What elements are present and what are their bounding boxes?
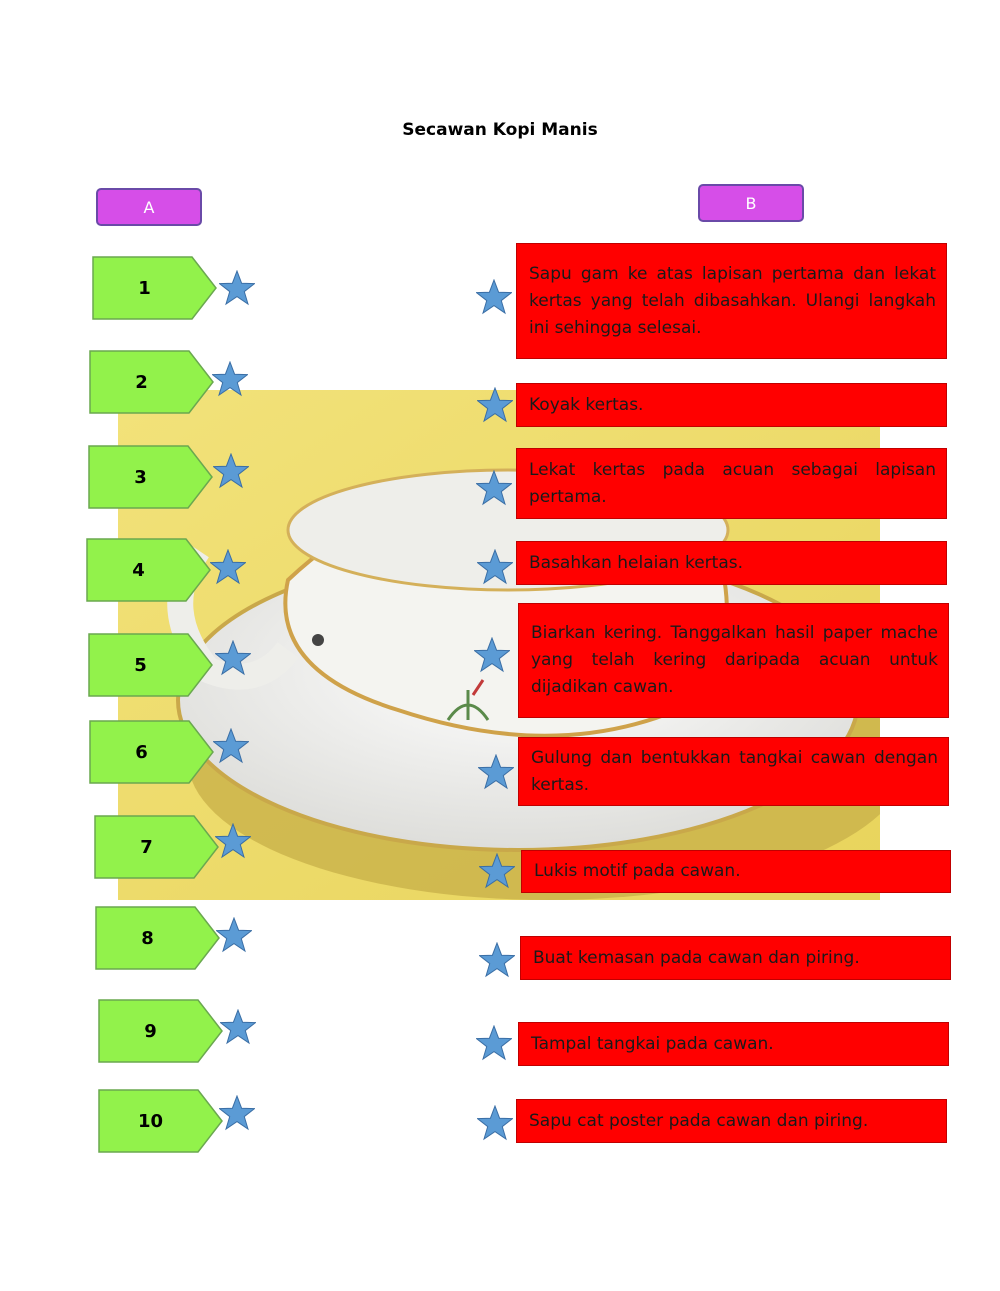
arrow-number: 7	[140, 836, 153, 858]
answer-box-5[interactable]: Biarkan kering. Tanggalkan hasil paper m…	[518, 603, 949, 718]
arrow-label-10[interactable]: 10	[98, 1089, 224, 1153]
answer-text: Buat kemasan pada cawan dan piring.	[533, 947, 860, 968]
star-icon[interactable]	[212, 727, 250, 764]
arrow-number: 6	[135, 741, 148, 763]
arrow-number: 2	[135, 371, 148, 393]
arrow-label-8[interactable]: 8	[95, 906, 221, 970]
arrow-number: 4	[132, 559, 145, 581]
star-icon[interactable]	[218, 269, 256, 306]
answer-text: Lekat kertas pada acuan sebagai lapisan …	[529, 459, 936, 507]
answer-box-4[interactable]: Basahkan helaian kertas.	[516, 541, 947, 585]
arrow-number: 1	[138, 277, 151, 299]
answer-text: Tampal tangkai pada cawan.	[531, 1033, 774, 1054]
answer-text: Gulung dan bentukkan tangkai cawan denga…	[531, 747, 938, 795]
arrow-number: 9	[144, 1020, 157, 1042]
column-b-header: B	[698, 184, 804, 222]
arrow-label-7[interactable]: 7	[94, 815, 220, 879]
star-icon[interactable]	[214, 822, 252, 859]
star-icon[interactable]	[476, 386, 514, 423]
star-icon[interactable]	[215, 916, 253, 953]
answer-box-1[interactable]: Sapu gam ke atas lapisan pertama dan lek…	[516, 243, 947, 359]
star-icon[interactable]	[477, 753, 515, 790]
answer-box-2[interactable]: Koyak kertas.	[516, 383, 947, 427]
answer-text: Lukis motif pada cawan.	[534, 861, 741, 881]
star-icon[interactable]	[212, 452, 250, 489]
arrow-number: 5	[134, 654, 147, 676]
answer-box-9[interactable]: Tampal tangkai pada cawan.	[518, 1022, 949, 1066]
arrow-number: 3	[134, 466, 147, 488]
star-icon[interactable]	[475, 469, 513, 506]
arrow-label-2[interactable]: 2	[89, 350, 215, 414]
star-icon[interactable]	[209, 548, 247, 585]
page-title: Secawan Kopi Manis	[402, 120, 598, 140]
arrow-label-4[interactable]: 4	[86, 538, 212, 602]
star-icon[interactable]	[478, 852, 516, 889]
star-icon[interactable]	[211, 360, 249, 397]
answer-box-10[interactable]: Sapu cat poster pada cawan dan piring.	[516, 1099, 947, 1143]
star-icon[interactable]	[218, 1094, 256, 1131]
arrow-label-9[interactable]: 9	[98, 999, 224, 1063]
answer-text: Sapu gam ke atas lapisan pertama dan lek…	[529, 263, 936, 338]
answer-box-7[interactable]: Lukis motif pada cawan.	[521, 850, 951, 893]
answer-box-3[interactable]: Lekat kertas pada acuan sebagai lapisan …	[516, 448, 947, 519]
answer-text: Basahkan helaian kertas.	[529, 552, 743, 573]
star-icon[interactable]	[478, 941, 516, 978]
arrow-number: 8	[141, 927, 154, 949]
star-icon[interactable]	[219, 1008, 257, 1045]
star-icon[interactable]	[473, 636, 511, 673]
answer-text: Biarkan kering. Tanggalkan hasil paper m…	[531, 623, 938, 697]
answer-text: Koyak kertas.	[529, 394, 644, 415]
arrow-label-5[interactable]: 5	[88, 633, 214, 697]
column-a-header: A	[96, 188, 202, 226]
arrow-label-6[interactable]: 6	[89, 720, 215, 784]
arrow-number: 10	[137, 1110, 164, 1132]
star-icon[interactable]	[476, 1104, 514, 1141]
arrow-label-3[interactable]: 3	[88, 445, 214, 509]
answer-text: Sapu cat poster pada cawan dan piring.	[529, 1110, 869, 1131]
answer-box-8[interactable]: Buat kemasan pada cawan dan piring.	[520, 936, 951, 980]
star-icon[interactable]	[475, 1024, 513, 1061]
star-icon[interactable]	[214, 639, 252, 676]
arrow-label-1[interactable]: 1	[92, 256, 218, 320]
star-icon[interactable]	[476, 548, 514, 585]
star-icon[interactable]	[475, 278, 513, 315]
answer-box-6[interactable]: Gulung dan bentukkan tangkai cawan denga…	[518, 737, 949, 806]
